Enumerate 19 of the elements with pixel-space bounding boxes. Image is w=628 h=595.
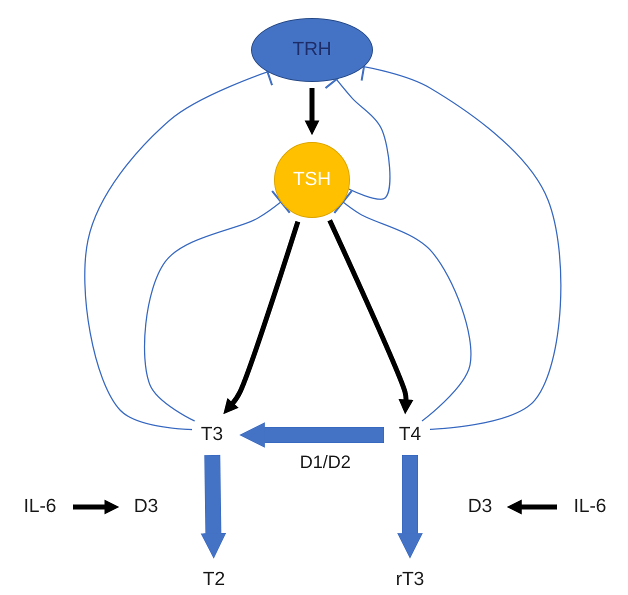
molecule-label: rT3 <box>390 568 430 592</box>
molecule-label: D3 <box>462 495 498 519</box>
molecule-label: IL-6 <box>565 495 615 519</box>
molecule-label: T4 <box>392 423 428 447</box>
arrow <box>304 88 320 136</box>
inhibition-line <box>333 190 472 422</box>
molecule-label: D3 <box>128 495 164 519</box>
hormone-ellipse: TRH <box>251 18 373 82</box>
arrow <box>327 219 414 414</box>
molecule-label: IL-6 <box>15 495 65 519</box>
molecule-label: T2 <box>196 568 232 592</box>
block-arrow <box>200 454 226 559</box>
arrow <box>506 500 557 514</box>
molecule-label: T3 <box>194 423 230 447</box>
arrow <box>223 220 300 414</box>
arrow <box>73 500 120 514</box>
hormone-circle: TSH <box>274 142 350 218</box>
inhibition-line <box>144 190 291 422</box>
block-arrow <box>397 455 423 559</box>
